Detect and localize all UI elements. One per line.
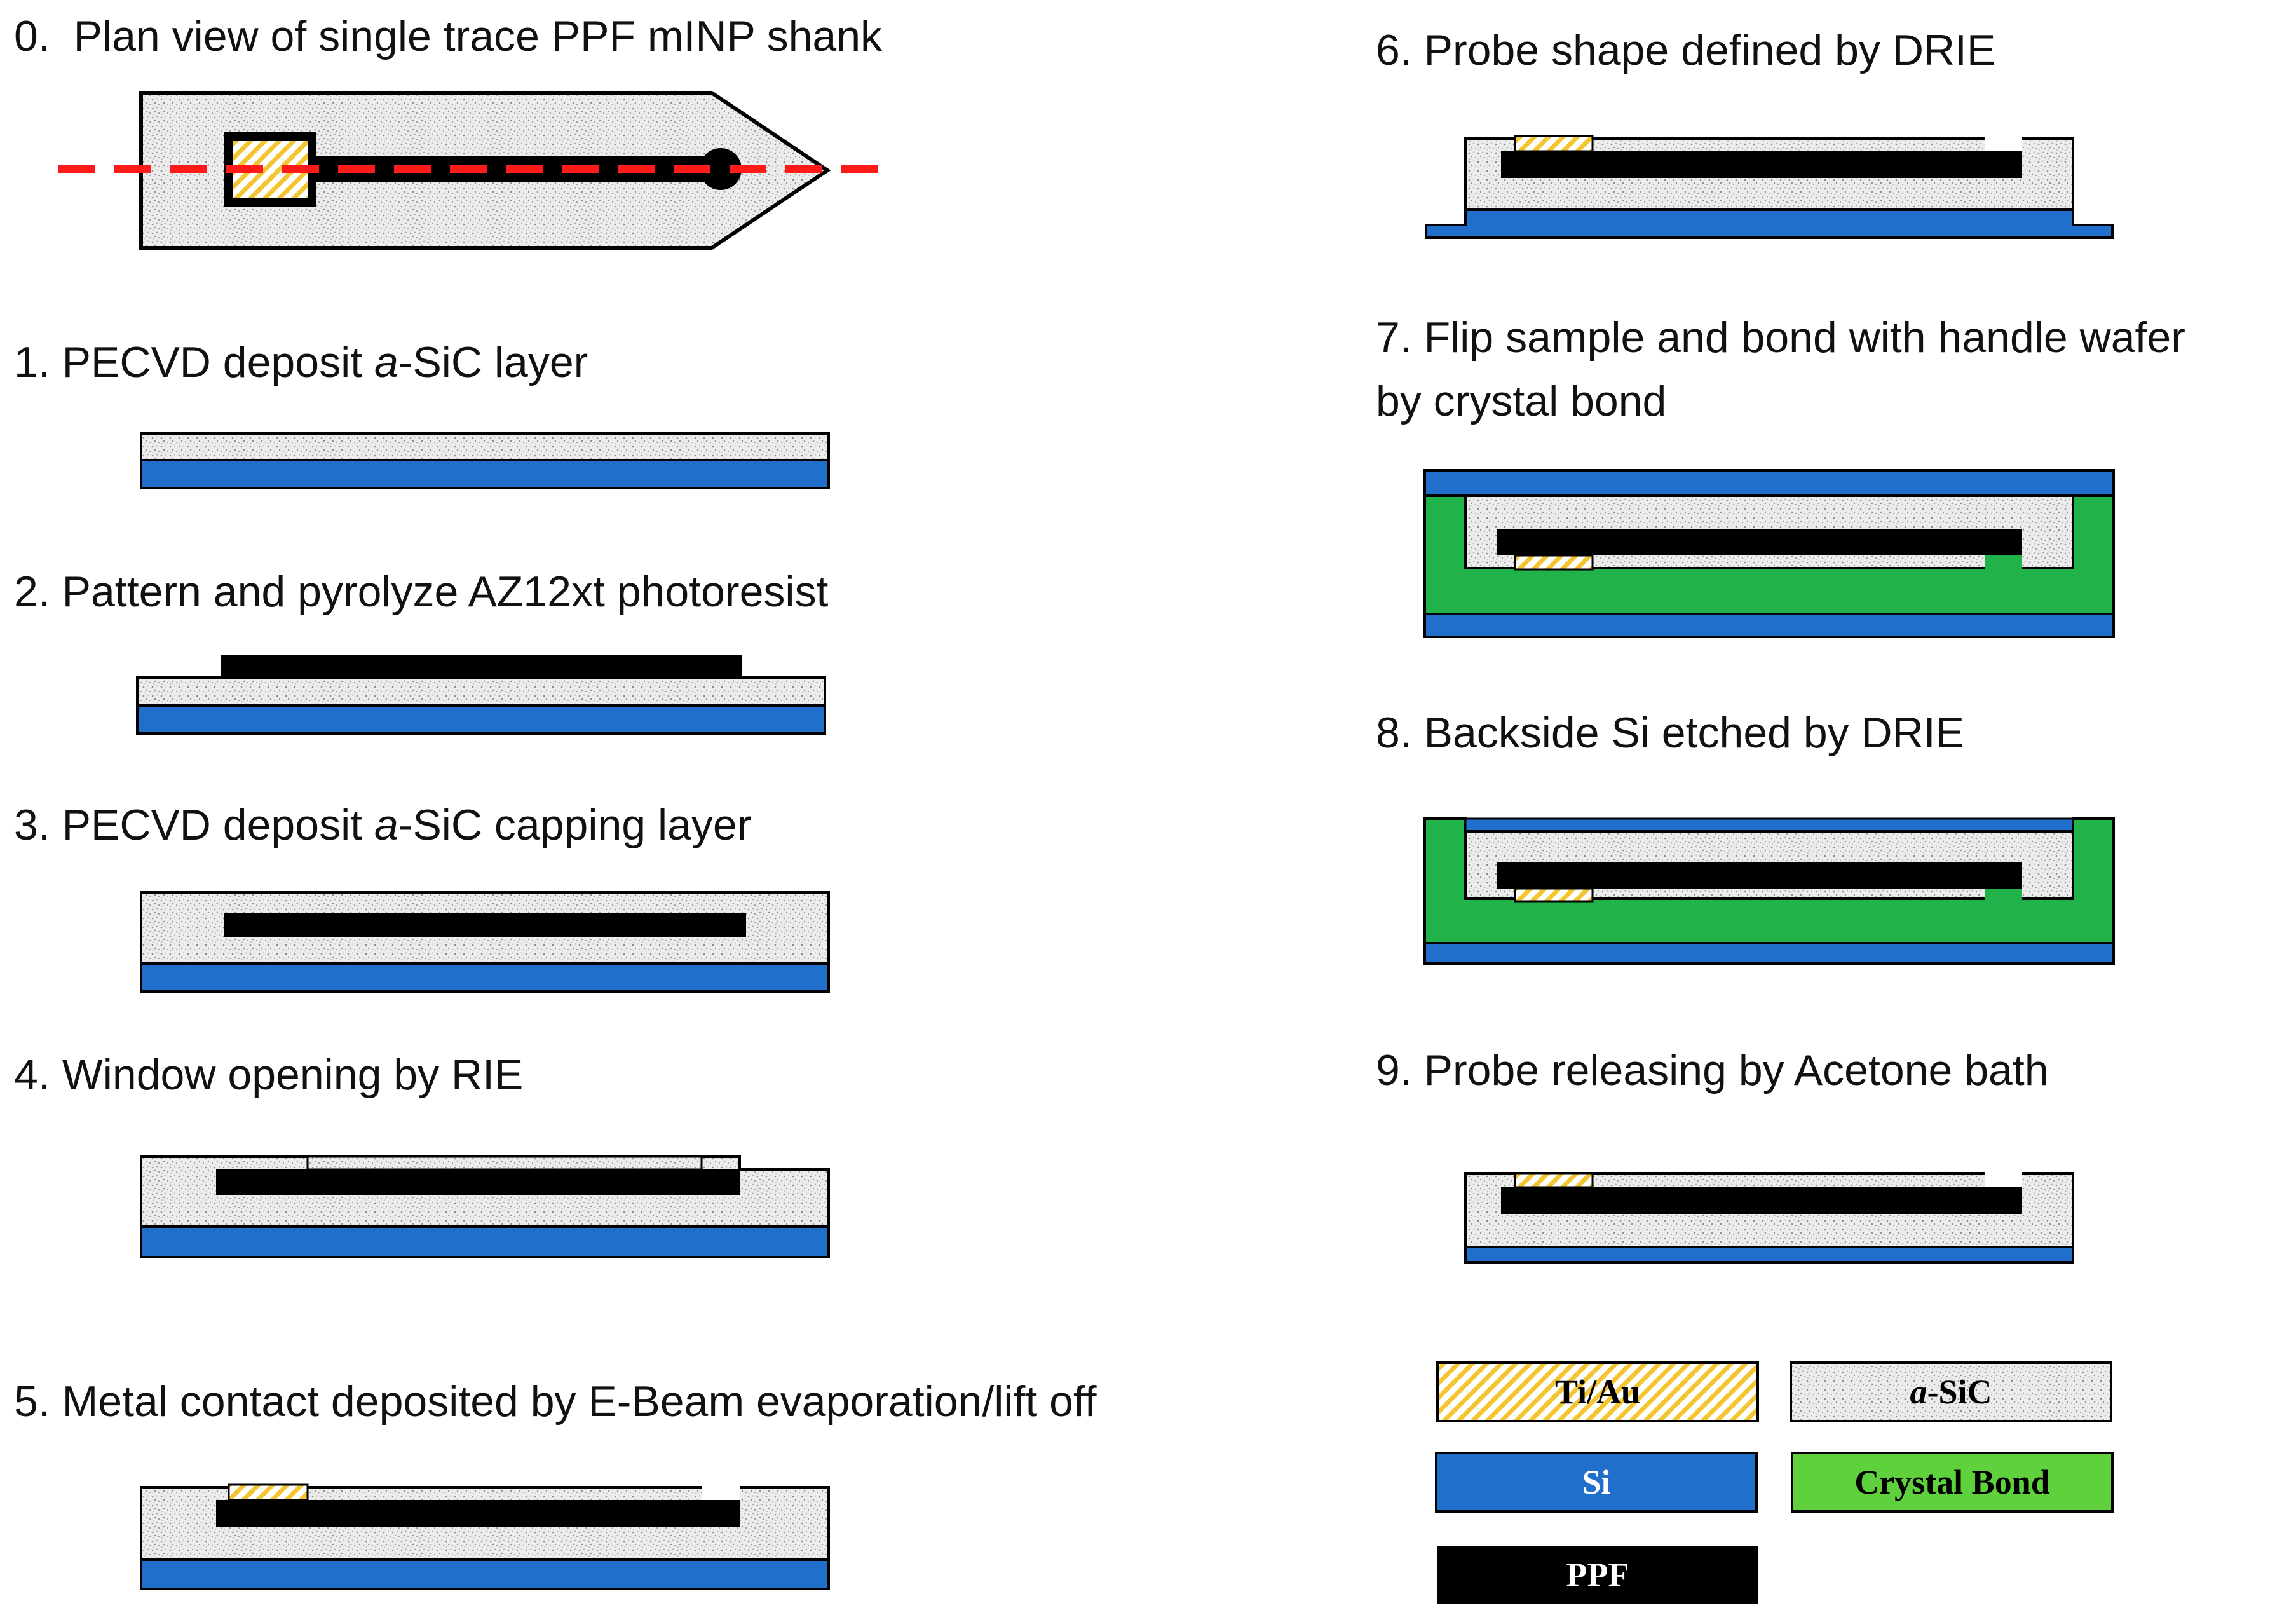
asic-layer [140, 432, 830, 461]
step-0-plan-view [58, 91, 897, 250]
thin-si-remnant [1464, 817, 2074, 833]
step-4-caption: 4. Window opening by RIE [14, 1051, 523, 1099]
svg-text:0. Plan view of single trace P: 0. Plan view of single trace PPF mINP sh… [14, 12, 883, 60]
si-substrate [1425, 208, 2114, 239]
handle-wafer-si [1423, 613, 2115, 638]
window-opening [1985, 1171, 2022, 1187]
svg-text:5. Metal contact deposited by: 5. Metal contact deposited by E-Beam eva… [14, 1377, 1097, 1426]
svg-text:4. Window opening by RIE: 4. Window opening by RIE [14, 1051, 523, 1099]
tiau-contact [1514, 1172, 1594, 1189]
legend-asic-swatch [1790, 1361, 2112, 1422]
thin-si-bottom [1464, 1246, 2074, 1264]
step-3-cross-section [140, 891, 830, 993]
si-substrate [140, 1558, 830, 1590]
step-4-cross-section [140, 1155, 830, 1258]
tiau-contact [228, 1483, 309, 1501]
window-opening [702, 1485, 740, 1500]
legend-crystal-bond-label: Crystal Bond [1854, 1463, 2050, 1501]
ppf-trace [1497, 862, 2022, 889]
tiau-contact [1514, 135, 1594, 153]
legend-ppf: PPF [1437, 1546, 1758, 1604]
window-bond-fill [1985, 889, 2022, 901]
legend-tiau-label: Ti/Au [1555, 1373, 1640, 1411]
asic-layer [136, 676, 826, 707]
svg-text:2. Pattern and pyrolyze AZ12xt: 2. Pattern and pyrolyze AZ12xt photoresi… [14, 568, 829, 616]
svg-text:3. PECVD deposit a-SiC capping: 3. PECVD deposit a-SiC capping layer [14, 801, 751, 849]
tiau-contact [1514, 554, 1594, 571]
si-substrate [140, 1225, 830, 1258]
step-9-cross-section [1464, 1171, 2074, 1264]
svg-text:6. Probe shape defined by DRIE: 6. Probe shape defined by DRIE [1376, 26, 1995, 74]
tiau-contact [1514, 887, 1594, 903]
handle-wafer-si [1423, 942, 2115, 965]
si-substrate [140, 962, 830, 993]
step-9-caption: 9. Probe releasing by Acetone bath [1376, 1046, 2049, 1094]
svg-text:7. Flip sample and bond with h: 7. Flip sample and bond with handle wafe… [1376, 313, 2185, 362]
legend-ppf-label: PPF [1566, 1556, 1629, 1594]
legend-asic: a-SiC [1790, 1361, 2112, 1422]
ppf-electrode-tip [700, 148, 742, 190]
step-2-cross-section [136, 655, 826, 735]
legend-asic-label: a-SiC [1910, 1373, 1992, 1411]
svg-text:8. Backside Si etched by DRIE: 8. Backside Si etched by DRIE [1376, 709, 1964, 757]
step-2-caption: 2. Pattern and pyrolyze AZ12xt photoresi… [14, 568, 829, 616]
step-1-cross-section [140, 432, 830, 489]
ppf-trace [1501, 151, 2022, 178]
legend-ppf-swatch [1437, 1546, 1758, 1604]
step-1-caption: 1. PECVD deposit a-SiC layer [14, 338, 588, 386]
step-7-caption-line2: by crystal bond [1376, 377, 1666, 425]
window-bond-fill [1985, 555, 2022, 569]
step-6-cross-section [1425, 135, 2114, 239]
step-7-caption: 7. Flip sample and bond with handle wafe… [1376, 313, 2185, 425]
window-opening [1985, 136, 2022, 151]
svg-text:9. Probe releasing by Acetone: 9. Probe releasing by Acetone bath [1376, 1046, 2049, 1094]
legend-si-swatch [1435, 1452, 1758, 1513]
ppf-trace [1501, 1187, 2022, 1214]
ppf-photoresist [221, 655, 742, 678]
step-6-caption: 6. Probe shape defined by DRIE [1376, 26, 1995, 74]
step-8-caption: 8. Backside Si etched by DRIE [1376, 709, 1964, 757]
legend: Ti/Au a-SiC Si Crystal Bond PPF [1435, 1361, 2114, 1604]
legend-tiau: Ti/Au [1436, 1361, 1759, 1422]
legend-crystal-bond: Crystal Bond [1791, 1452, 2114, 1513]
ppf-trace [216, 1169, 740, 1195]
asic-cap-center [306, 1155, 703, 1171]
step-0-caption: 0. Plan view of single trace PPF mINP sh… [14, 12, 883, 60]
flipped-si-top [1423, 469, 2115, 497]
step-8-cross-section [1423, 817, 2115, 965]
step-5-caption: 5. Metal contact deposited by E-Beam eva… [14, 1377, 1097, 1426]
si-substrate [140, 459, 830, 489]
step-5-cross-section [140, 1483, 830, 1590]
step-7-cross-section [1423, 469, 2115, 638]
ppf-trace [224, 913, 746, 937]
svg-text:1. PECVD deposit a-SiC layer: 1. PECVD deposit a-SiC layer [14, 338, 588, 386]
legend-si: Si [1435, 1452, 1758, 1513]
ppf-trace [1497, 529, 2022, 555]
legend-crystal-bond-swatch [1791, 1452, 2114, 1513]
step-3-caption: 3. PECVD deposit a-SiC capping layer [14, 801, 751, 849]
legend-si-label: Si [1582, 1463, 1610, 1501]
ppf-trace [216, 1500, 740, 1527]
si-substrate [136, 704, 826, 735]
legend-tiau-swatch [1436, 1361, 1759, 1422]
